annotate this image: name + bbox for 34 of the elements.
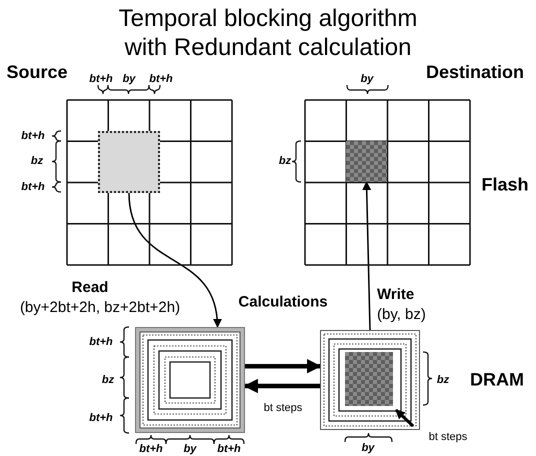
dotted-region — [98, 131, 160, 193]
heading: Read — [72, 279, 108, 296]
dimension-label: bt+h — [89, 412, 113, 424]
checkered-block — [346, 141, 387, 182]
dimension-label: bz — [30, 155, 44, 167]
dimension-label: bt+h — [139, 443, 163, 455]
dimension-label: by — [184, 443, 196, 455]
dimension-label: bt+h — [89, 73, 113, 85]
memory-label: Flash — [482, 174, 528, 196]
dimension-label: bt+h — [217, 443, 241, 455]
edge-label: bt steps — [264, 402, 302, 414]
arrow — [245, 359, 322, 374]
arrow — [362, 181, 372, 330]
edge-label: Calculations — [238, 294, 328, 310]
arrow — [244, 378, 320, 394]
heading: Source — [6, 62, 68, 83]
arrow — [128, 192, 222, 328]
dimension-label: bt+h — [149, 73, 173, 85]
heading: Destination — [426, 62, 524, 83]
dimension-label: by — [362, 442, 374, 454]
dimension-label: bt+h — [21, 130, 45, 142]
dimension-label: by — [360, 73, 374, 85]
dimension-label: by — [122, 73, 136, 85]
dimension-label: bt+h — [89, 336, 113, 348]
dimension-label: bz — [102, 374, 114, 386]
dimension-label: bz — [436, 374, 450, 386]
size-formula: (by, bz) — [377, 306, 426, 323]
heading: Write — [377, 286, 414, 303]
title: Temporal blocking algorithm with Redundant calculation — [118, 4, 418, 62]
size-formula: (by+2bt+2h, bz+2bt+2h) — [20, 299, 180, 316]
dimension-label: bt+h — [21, 181, 45, 193]
dimension-label: bz — [278, 155, 292, 167]
memory-label: DRAM — [470, 370, 524, 390]
note: bt steps — [428, 431, 468, 443]
